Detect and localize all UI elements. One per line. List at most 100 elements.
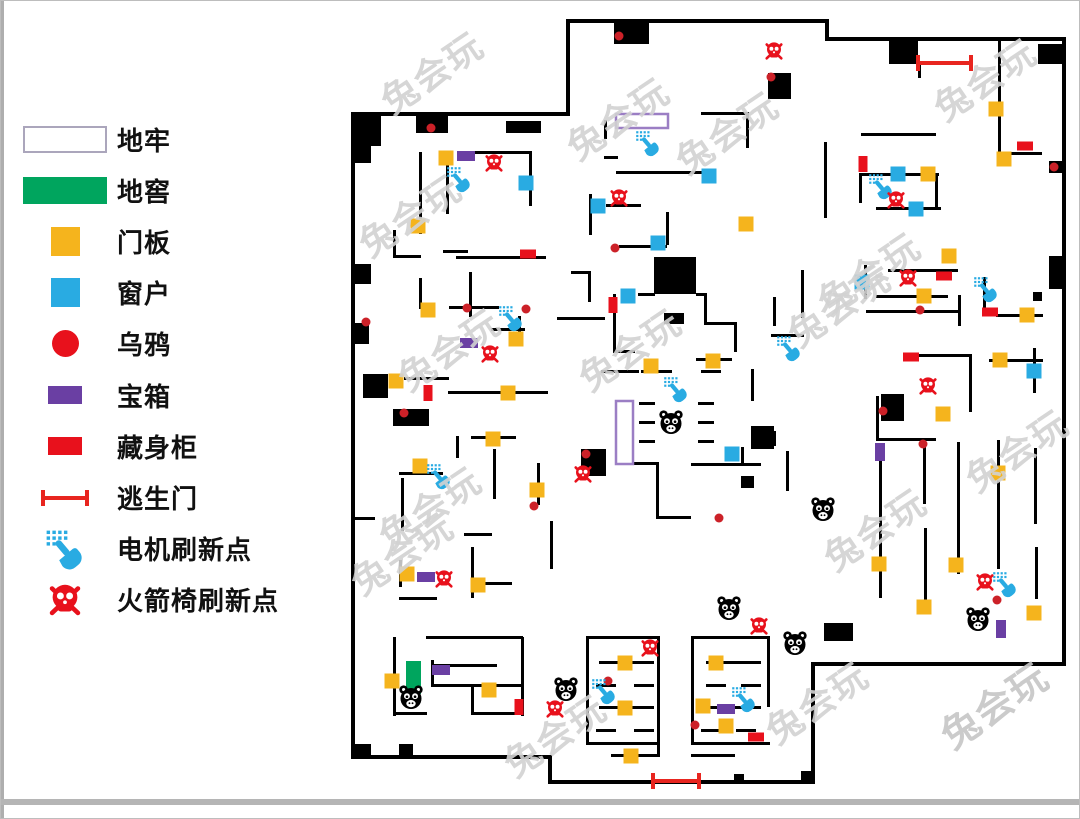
pallet-swatch <box>50 226 80 256</box>
wall <box>639 402 655 405</box>
wall <box>586 636 660 639</box>
wall <box>571 271 591 274</box>
wall <box>698 421 714 424</box>
wall <box>736 729 756 732</box>
obstacle-block <box>393 409 429 426</box>
generator-spawn-icon <box>447 167 473 193</box>
rocket-chair-spawn-icon <box>546 699 564 718</box>
wall <box>616 171 714 174</box>
wall <box>691 637 694 745</box>
window-marker <box>724 446 740 462</box>
wall <box>596 729 616 732</box>
cabinet-marker <box>514 699 524 715</box>
wall <box>701 112 749 115</box>
wall <box>734 322 737 352</box>
wall <box>404 377 449 380</box>
chest-marker <box>417 572 435 582</box>
pallet-marker <box>399 566 415 582</box>
legend-item-crow: 乌鸦 <box>13 322 343 366</box>
wall <box>824 142 827 218</box>
legend-label-cabinet: 藏身柜 <box>117 432 199 463</box>
wall <box>394 712 427 715</box>
wall <box>484 582 512 585</box>
legend: 地牢 地窖 门板 窗户 乌鸦 宝箱 藏身柜 逃生门 <box>13 117 343 622</box>
wall <box>431 684 522 687</box>
crow-marker <box>992 595 1002 605</box>
wall <box>751 369 754 401</box>
generator-spawn-icon <box>974 277 1000 303</box>
wall <box>619 245 667 248</box>
obstacle-block <box>353 114 381 146</box>
cabinet-marker <box>1017 141 1033 151</box>
wall <box>876 438 936 441</box>
legend-label-crow: 乌鸦 <box>117 330 172 361</box>
pallet-marker <box>871 556 887 572</box>
window-marker <box>650 235 666 251</box>
obstacle-block <box>354 744 371 758</box>
wall <box>691 742 770 745</box>
wall <box>691 754 735 757</box>
pallet-marker <box>935 406 951 422</box>
pallet-marker <box>920 166 936 182</box>
wall <box>557 317 605 320</box>
obstacle-block <box>881 394 904 421</box>
window-marker <box>518 175 534 191</box>
crow-marker <box>521 304 531 314</box>
window-marker <box>890 166 906 182</box>
wall <box>471 712 524 715</box>
cabinet-marker <box>608 297 618 313</box>
pallet-marker <box>948 557 964 573</box>
escape-gate-marker <box>918 61 971 65</box>
crow-marker <box>603 676 613 686</box>
wall <box>426 636 523 639</box>
legend-item-pallet: 门板 <box>13 219 343 263</box>
hunter-spawn-icon <box>399 685 423 710</box>
pallet-marker <box>916 599 932 615</box>
legend-item-chair: 火箭椅刷新点 <box>13 578 343 622</box>
obstacle-block <box>1038 44 1064 64</box>
wall <box>698 402 714 405</box>
cabinet-swatch <box>48 437 82 456</box>
cabinet-marker <box>748 732 764 742</box>
legend-label-window: 窗户 <box>117 279 172 310</box>
crow-marker <box>529 501 539 511</box>
obstacle-block <box>1033 292 1042 301</box>
wall <box>879 458 882 598</box>
pallet-marker <box>718 718 734 734</box>
wall <box>741 684 761 687</box>
hunter-spawn-icon <box>783 631 807 656</box>
legend-item-cabinet: 藏身柜 <box>13 424 343 468</box>
legend-item-window: 窗户 <box>13 271 343 315</box>
wall <box>393 255 421 258</box>
wall <box>656 516 691 519</box>
wall <box>888 269 958 272</box>
dungeon-marker <box>614 399 635 466</box>
rocket-chair-spawn-icon <box>610 188 628 207</box>
hunter-spawn-icon <box>659 410 683 435</box>
obstacle-block <box>363 374 388 398</box>
wall <box>393 230 396 258</box>
wall <box>456 436 459 458</box>
wall <box>550 521 553 569</box>
wall <box>773 297 776 326</box>
generator-spawn-icon <box>993 572 1019 598</box>
pallet-marker <box>410 218 426 234</box>
wall <box>606 204 641 207</box>
cabinet-marker <box>982 307 998 317</box>
wall <box>746 112 749 148</box>
pallet-marker <box>438 150 454 166</box>
window-marker <box>854 274 870 290</box>
window-marker <box>590 198 606 214</box>
wall <box>639 440 655 443</box>
page-edge <box>1 1 4 818</box>
wall <box>691 636 770 639</box>
pallet-marker <box>470 577 486 593</box>
obstacle-block <box>399 744 413 756</box>
wall <box>399 597 437 600</box>
wall <box>446 164 449 214</box>
wall <box>639 421 655 424</box>
obstacle-block <box>353 264 371 284</box>
wall <box>997 478 1000 569</box>
